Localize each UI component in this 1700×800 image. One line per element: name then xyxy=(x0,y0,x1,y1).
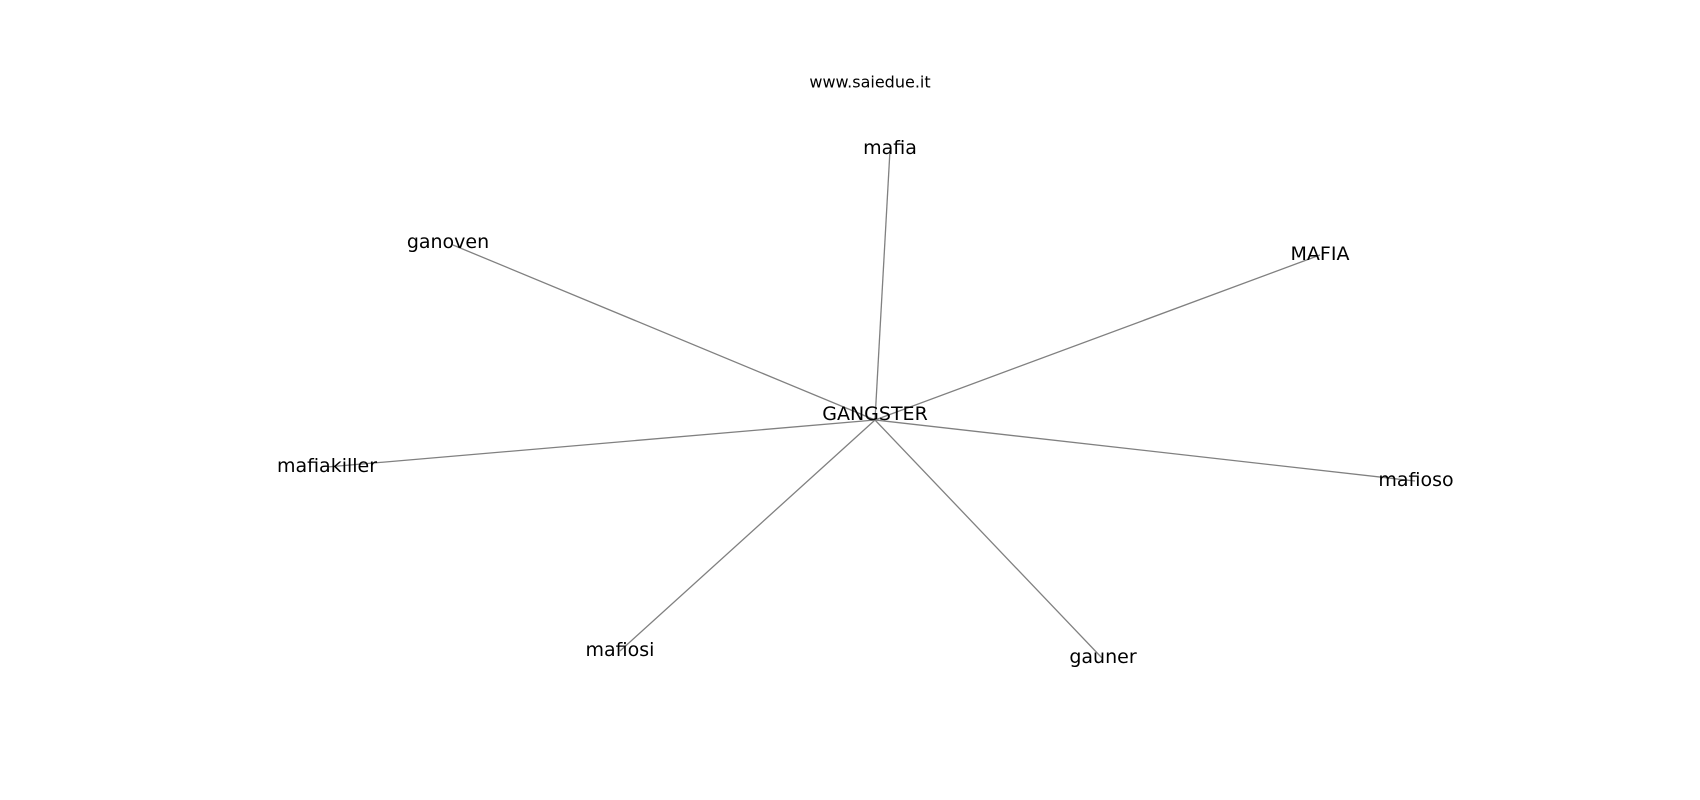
edge-gangster-mafia-caps xyxy=(874,254,1321,421)
node-ganoven: ganoven xyxy=(407,231,489,253)
node-center: GANGSTER xyxy=(822,403,928,425)
edge-gangster-mafiakiller xyxy=(326,419,876,468)
node-mafiosi: mafiosi xyxy=(586,639,655,661)
edge-gangster-mafiosi xyxy=(619,419,876,652)
node-mafia: mafia xyxy=(863,137,917,159)
node-gauner: gauner xyxy=(1069,646,1136,668)
edge-gangster-mafia xyxy=(874,149,891,421)
edge-gangster-gauner xyxy=(874,419,1103,659)
node-mafioso: mafioso xyxy=(1378,469,1453,491)
nodes: GANGSTER mafia ganoven MAFIA mafiakiller… xyxy=(277,137,1454,668)
edge-gangster-mafioso xyxy=(874,419,1416,482)
edges xyxy=(326,149,1416,659)
node-mafia-caps: MAFIA xyxy=(1291,243,1350,265)
edge-gangster-ganoven xyxy=(452,244,876,421)
node-mafiakiller: mafiakiller xyxy=(277,455,377,477)
source-label: www.saiedue.it xyxy=(809,73,930,92)
